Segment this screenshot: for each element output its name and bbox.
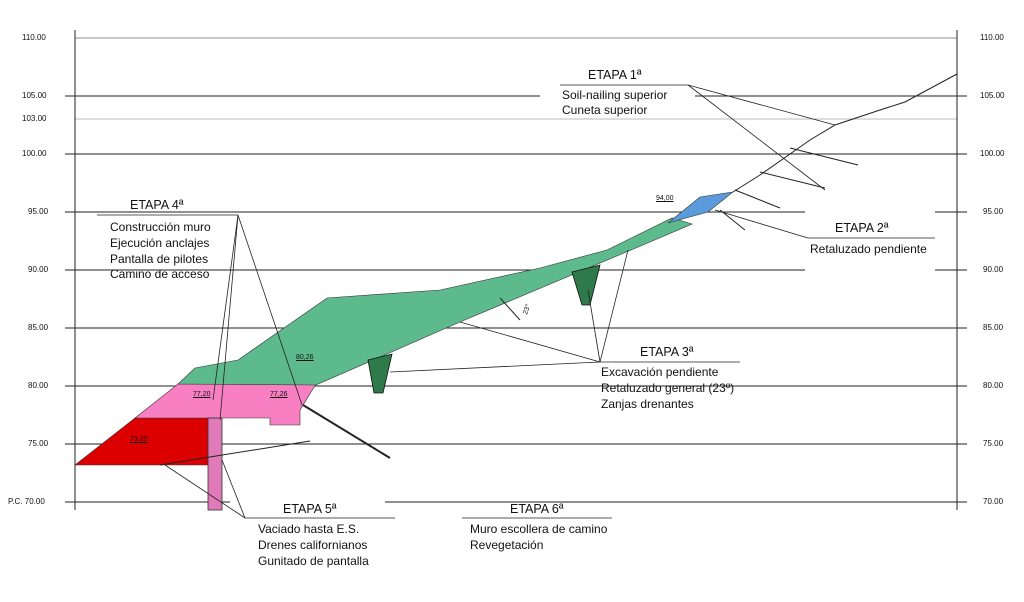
pile-wall — [207, 417, 223, 511]
axis-label: 85.00 — [983, 323, 1004, 332]
stage4-item: Ejecución anclajes — [110, 236, 210, 250]
axis-label: 105.00 — [980, 91, 1005, 100]
leader-lines — [97, 84, 935, 519]
elevation-mark: 77,20 — [193, 391, 211, 398]
axis-label: 80.00 — [28, 381, 49, 390]
axis-label: 70.00 — [983, 497, 1004, 506]
stage2-title: ETAPA 2ª — [835, 221, 889, 235]
elevation-mark: 94,00 — [656, 195, 674, 202]
stage2-blue-regrade — [667, 191, 735, 224]
stage5-title: ETAPA 5ª — [283, 502, 337, 516]
stage3-item: Retaluzado general (23º) — [601, 381, 735, 395]
stage5-item: Vaciado hasta E.S. — [258, 522, 360, 536]
stage6-item: Muro escollera de camino — [470, 522, 608, 536]
stage1-item: Soil-nailing superior — [562, 88, 668, 102]
axis-label: 80.00 — [983, 381, 1004, 390]
stage5-item: Gunitado de pantalla — [258, 554, 369, 568]
stage4-item: Camino de acceso — [110, 267, 210, 281]
stage4-item: Construcción muro — [110, 220, 211, 234]
axis-label: 90.00 — [983, 265, 1004, 274]
drain-trenches — [367, 264, 601, 394]
axis-label: 75.00 — [983, 439, 1004, 448]
axis-label: 95.00 — [28, 207, 49, 216]
stage2-item: Retaluzado pendiente — [810, 242, 927, 256]
stage3-item: Zanjas drenantes — [601, 397, 694, 411]
axis-label: 100.00 — [980, 149, 1005, 158]
stage1-title: ETAPA 1ª — [588, 68, 642, 82]
elevation-mark: 77,26 — [270, 391, 288, 398]
stage6-item: Revegetación — [470, 538, 544, 552]
stage4-title: ETAPA 4ª — [130, 198, 184, 212]
axis-label: P.C. 70.00 — [8, 497, 45, 506]
stage3-item: Excavación pendiente — [601, 365, 719, 379]
elevation-mark: 80,26 — [296, 354, 314, 361]
axis-label: 100.00 — [22, 149, 47, 158]
stage5-item: Drenes californianos — [258, 538, 368, 552]
axis-label: 85.00 — [28, 323, 49, 332]
stage4-item: Pantalla de pilotes — [110, 252, 209, 266]
stage1-item: Cuneta superior — [562, 103, 648, 117]
stage6-title: ETAPA 6ª — [510, 502, 564, 516]
stage3-title: ETAPA 3ª — [640, 345, 694, 359]
axis-label: 95.00 — [983, 207, 1004, 216]
elevation-mark: 73,20 — [130, 436, 148, 443]
axis-label: 103.00 — [22, 114, 47, 123]
axis-label: 105.00 — [22, 91, 47, 100]
axis-label: 110.00 — [980, 33, 1004, 42]
axis-label: 90.00 — [28, 265, 49, 274]
axis-label: 75.00 — [28, 439, 49, 448]
axis-label: 110.00 — [22, 33, 46, 42]
